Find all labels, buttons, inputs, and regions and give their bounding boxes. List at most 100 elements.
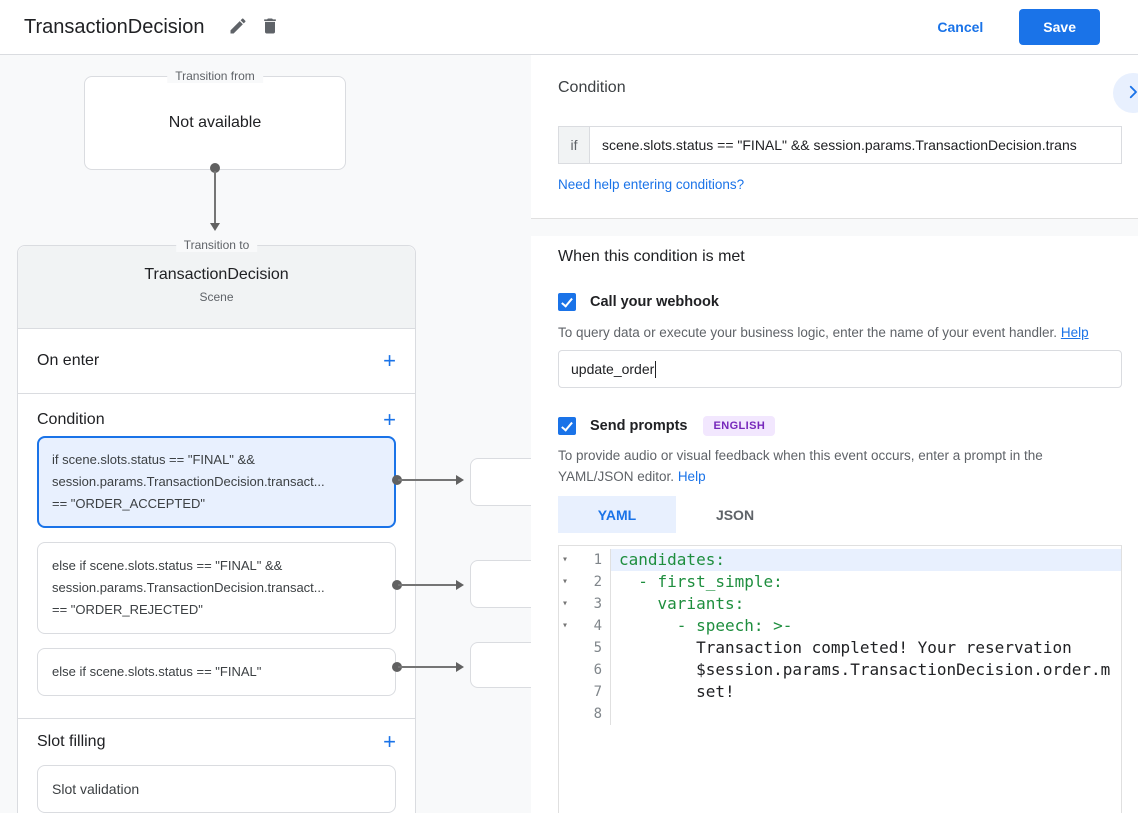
page-title: TransactionDecision — [24, 15, 205, 38]
condition-card-final[interactable]: else if scene.slots.status == "FINAL" — [37, 648, 396, 696]
connector-arrowhead-2 — [456, 580, 464, 590]
transition-target-box-3[interactable] — [470, 642, 531, 688]
code-text: - first_simple: — [619, 572, 783, 591]
slot-validation-card[interactable]: Slot validation — [37, 765, 396, 813]
webhook-help-link[interactable]: Help — [1060, 325, 1089, 340]
condition-line: == "ORDER_ACCEPTED" — [52, 496, 205, 511]
condition-section: Condition + if scene.slots.status == "FI… — [18, 394, 415, 696]
text-cursor — [655, 360, 657, 378]
add-on-enter-button[interactable]: + — [383, 348, 396, 373]
chevron-right-icon — [1124, 83, 1138, 104]
code-line: 8 — [559, 703, 1121, 725]
line-number: 8 — [593, 706, 602, 722]
line-number: 4 — [593, 618, 602, 634]
call-webhook-checkbox[interactable] — [558, 293, 576, 311]
flow-diagram-panel: Transition from Not available Transition… — [0, 55, 531, 813]
code-text: Transaction completed! Your reservation — [619, 638, 1072, 657]
condition-detail-panel: Condition if Need help entering conditio… — [531, 55, 1138, 813]
fold-toggle-icon[interactable]: ▾ — [562, 554, 569, 565]
condition-line: if scene.slots.status == "FINAL" && — [52, 452, 255, 467]
line-number: 2 — [593, 574, 602, 590]
condition-expression-row: if — [558, 126, 1122, 164]
webhook-helper-text: To query data or execute your business l… — [558, 325, 1089, 340]
code-text: variants: — [619, 594, 745, 613]
fold-toggle-icon[interactable]: ▾ — [562, 620, 569, 631]
line-number: 1 — [593, 552, 602, 568]
condition-expression-input[interactable] — [590, 126, 1122, 164]
condition-help-link[interactable]: Need help entering conditions? — [558, 177, 745, 192]
yaml-code-editor[interactable]: ▾ 1 candidates: ▾ 2 - first_simple: ▾ 3 var… — [558, 545, 1122, 813]
transition-from-content: Not available — [168, 114, 262, 131]
code-line: ▾ 3 variants: — [559, 593, 1121, 615]
line-number: 3 — [593, 596, 602, 612]
code-text: candidates: — [611, 549, 1121, 571]
if-prefix-label: if — [558, 126, 590, 164]
fold-toggle-icon[interactable]: ▾ — [562, 576, 569, 587]
scene-card-header[interactable]: TransactionDecision Scene — [18, 246, 415, 329]
connector-dot-vertical — [210, 163, 220, 173]
transition-to-legend: Transition to — [175, 238, 258, 252]
connector-line-1 — [398, 479, 456, 481]
scene-name: TransactionDecision — [144, 266, 289, 283]
editor-tabs: YAML JSON — [558, 496, 794, 533]
code-line: 7 set! — [559, 681, 1121, 703]
line-number: 5 — [593, 640, 602, 656]
transition-target-box-2[interactable] — [470, 560, 531, 608]
add-slot-button[interactable]: + — [383, 729, 396, 754]
pencil-icon — [228, 16, 248, 39]
connector-dot-3 — [392, 662, 402, 672]
connector-arrowhead-down — [210, 223, 220, 231]
call-webhook-row: Call your webhook — [558, 293, 719, 311]
on-enter-label: On enter — [37, 352, 100, 369]
condition-line: else if scene.slots.status == "FINAL" && — [52, 558, 283, 573]
edit-title-button[interactable] — [222, 11, 254, 43]
section-divider — [531, 218, 1138, 236]
condition-line: else if scene.slots.status == "FINAL" — [52, 664, 262, 679]
save-button[interactable]: Save — [1019, 9, 1100, 45]
top-bar: TransactionDecision Cancel Save — [0, 0, 1138, 55]
condition-card-accepted[interactable]: if scene.slots.status == "FINAL" && sess… — [37, 436, 396, 528]
fold-toggle-icon[interactable]: ▾ — [562, 598, 569, 609]
code-text: $session.params.TransactionDecision.orde… — [619, 660, 1111, 679]
slot-filling-section: Slot filling + Slot validation — [18, 718, 415, 813]
tab-json[interactable]: JSON — [676, 496, 794, 533]
condition-line: session.params.TransactionDecision.trans… — [52, 580, 325, 595]
when-condition-met-heading: When this condition is met — [558, 248, 745, 265]
transition-to-box: Transition to TransactionDecision Scene … — [17, 238, 416, 813]
panel-title: Condition — [558, 79, 626, 96]
line-number: 7 — [593, 684, 602, 700]
connector-line-2 — [398, 584, 456, 586]
code-line: ▾ 2 - first_simple: — [559, 571, 1121, 593]
connector-dot-1 — [392, 475, 402, 485]
condition-card-rejected[interactable]: else if scene.slots.status == "FINAL" &&… — [37, 542, 396, 634]
send-prompts-label: Send prompts — [590, 418, 688, 434]
tab-yaml[interactable]: YAML — [558, 496, 676, 533]
webhook-handler-input[interactable]: update_order — [558, 350, 1122, 388]
delete-scene-button[interactable] — [254, 11, 286, 43]
prompts-helper-text: To provide audio or visual feedback when… — [558, 448, 1043, 484]
trash-icon — [260, 16, 280, 39]
code-line: ▾ 4 - speech: >- — [559, 615, 1121, 637]
add-condition-button[interactable]: + — [383, 407, 396, 432]
condition-line: == "ORDER_REJECTED" — [52, 602, 203, 617]
connector-line-vertical — [214, 171, 216, 223]
code-line: 5 Transaction completed! Your reservatio… — [559, 637, 1121, 659]
connector-dot-2 — [392, 580, 402, 590]
scene-type-label: Scene — [199, 290, 234, 304]
call-webhook-label: Call your webhook — [590, 294, 719, 310]
code-text: - speech: >- — [619, 616, 793, 635]
slot-validation-label: Slot validation — [52, 781, 140, 797]
code-text: set! — [619, 682, 735, 701]
transition-from-box: Transition from Not available — [84, 69, 346, 170]
send-prompts-row: Send prompts ENGLISH — [558, 416, 776, 436]
code-line: ▾ 1 candidates: — [559, 549, 1121, 571]
send-prompts-checkbox[interactable] — [558, 417, 576, 435]
on-enter-section: On enter + — [18, 329, 415, 394]
condition-section-label: Condition — [37, 411, 105, 428]
cancel-button[interactable]: Cancel — [937, 19, 984, 35]
slot-filling-label: Slot filling — [37, 733, 106, 750]
collapse-panel-button[interactable] — [1113, 73, 1138, 113]
transition-target-box-1[interactable] — [470, 458, 531, 506]
prompts-help-link[interactable]: Help — [677, 469, 706, 484]
